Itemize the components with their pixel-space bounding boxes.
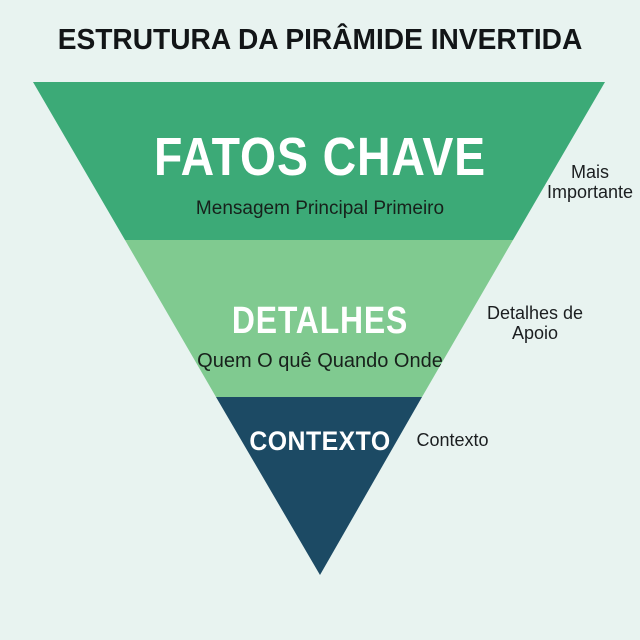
level-heading-detalhes: DETALHES (231, 300, 409, 342)
side-label-detalhes-de-apoio: Detalhes de Apoio (486, 303, 584, 343)
side-label-contexto: Contexto (416, 430, 489, 450)
pyramid-level-contexto: CONTEXTO (216, 397, 422, 575)
level-subheading-fatos-chave: Mensagem Principal Primeiro (195, 198, 445, 219)
level-subheading-detalhes: Quem O quê Quando Onde (197, 350, 443, 372)
page-title: ESTRUTURA DA PIRÂMIDE INVERTIDA (57, 24, 583, 56)
side-label-mais-importante: Mais Importante (546, 162, 634, 202)
level-heading-contexto: CONTEXTO (249, 426, 391, 456)
level-heading-fatos-chave: FATOS CHAVE (153, 127, 486, 187)
pyramid-level-fatos-chave: FATOS CHAVE Mensagem Principal Primeiro (33, 82, 605, 240)
